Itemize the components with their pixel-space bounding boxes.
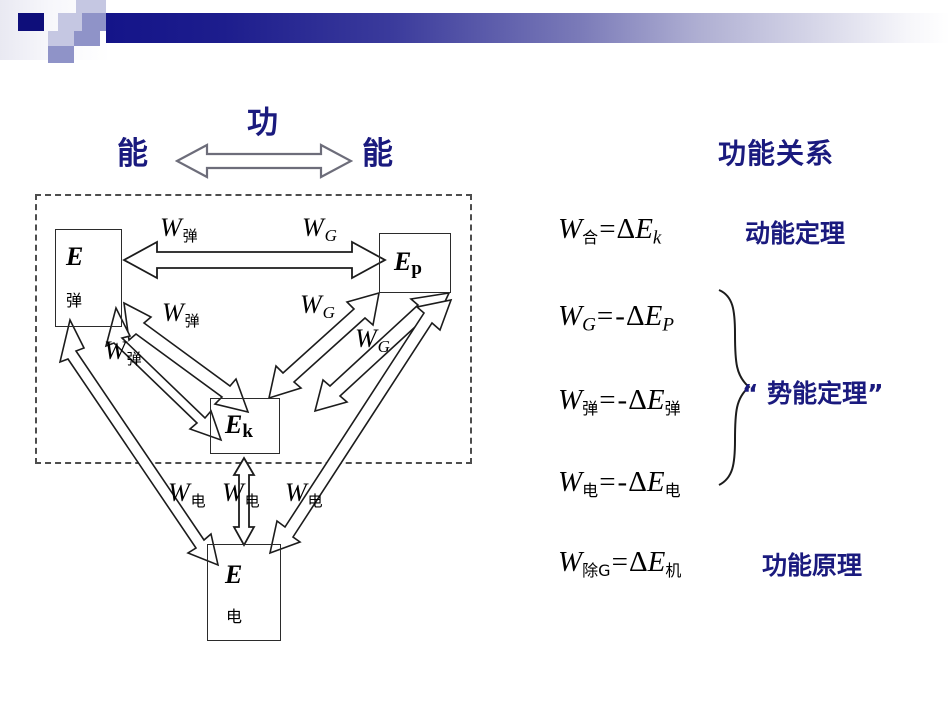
deco-square-lightblue-mid — [58, 13, 82, 31]
deco-square-periwinkle-bottom — [48, 46, 74, 63]
box-label-main: Ep — [394, 247, 422, 280]
box-label-main: Ek — [225, 410, 253, 443]
box-label-sub: 弹 — [66, 291, 83, 310]
deco-square-lightblue-top — [76, 0, 106, 14]
work-label-electric-left: W电 — [168, 478, 206, 510]
energy-work-energy-header: 功 能 能 功能关系 — [0, 55, 950, 179]
deco-square-lightblue-low — [48, 31, 74, 46]
box-label-sub: k — [242, 421, 253, 443]
equation-kinetic-energy-theorem: W合=ΔEk — [558, 213, 662, 249]
energy-label-right: 能 — [362, 136, 393, 172]
header-gradient-bar — [106, 13, 950, 43]
box-label-main: E — [66, 242, 84, 271]
work-label-gravity-top: WG — [302, 213, 337, 245]
box-label-sub: p — [411, 258, 422, 280]
label-work-energy-principle: 功能原理 — [762, 551, 863, 580]
work-label-elastic-top: W弹 — [160, 213, 198, 245]
double-headed-arrow-icon — [175, 143, 353, 179]
box-gravitational-potential-energy: Ep — [379, 233, 451, 293]
work-label-electric-mid: W电 — [222, 478, 260, 510]
slide-header-band — [0, 0, 950, 63]
box-electric-energy: E 电 — [207, 544, 281, 641]
deco-square-periwinkle-low — [74, 31, 100, 46]
grouping-brace-icon — [718, 289, 751, 486]
work-label: 功 — [247, 105, 278, 141]
deco-square-navy-small — [18, 13, 44, 31]
deco-square-periwinkle-mid — [82, 13, 106, 31]
page-title: 功能关系 — [718, 137, 835, 170]
work-label-electric-right: W电 — [285, 478, 323, 510]
work-label-elastic-left: W弹 — [104, 336, 142, 368]
work-label-gravity-right: WG — [355, 324, 390, 356]
equation-elastic-work: W弹=-ΔE弹 — [558, 384, 681, 418]
label-kinetic-energy-theorem: 动能定理 — [745, 219, 846, 248]
box-elastic-potential-energy: E 弹 — [55, 229, 122, 327]
box-kinetic-energy: Ek — [210, 398, 280, 454]
box-label-main: E — [225, 560, 243, 589]
equation-electric-work: W电=-ΔE电 — [558, 466, 681, 500]
energy-label-left: 能 — [117, 136, 148, 172]
work-label-gravity-mid: WG — [300, 290, 335, 322]
work-label-elastic-mid: W弹 — [162, 298, 200, 330]
equation-gravity-work: WG=-ΔEP — [558, 300, 674, 336]
label-potential-energy-theorem: “ 势能定理” — [742, 379, 884, 408]
box-label-sub: 电 — [226, 607, 243, 626]
equation-work-energy-principle: W除G=ΔE机 — [558, 546, 682, 580]
